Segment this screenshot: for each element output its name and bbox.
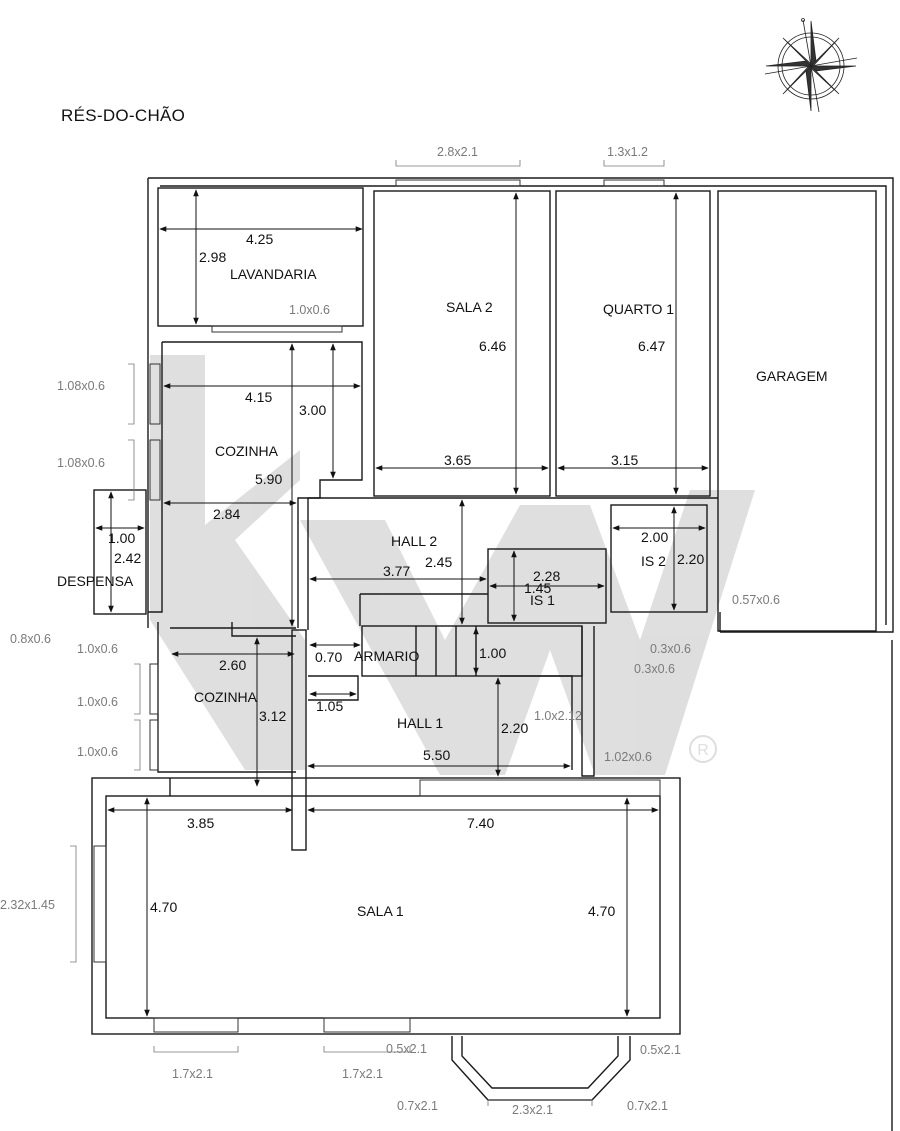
room-label-cozinha-upper: COZINHA — [215, 443, 279, 459]
opening-w-coz-a: 1.08x0.6 — [57, 379, 105, 393]
room-label-quarto1: QUARTO 1 — [603, 301, 674, 317]
opening-w-coz2-b: 1.0x0.6 — [77, 695, 118, 709]
dim-sala1-w1: 3.85 — [187, 815, 214, 831]
opening-w-hall1: 1.02x0.6 — [604, 750, 652, 764]
opening-w-lav: 1.0x0.6 — [289, 303, 330, 317]
room-label-despensa: DESPENSA — [57, 573, 134, 589]
dim-is2-w: 2.00 — [641, 529, 668, 545]
dim-is1-h: 1.45 — [524, 580, 551, 596]
registered-mark — [689, 735, 717, 763]
opening-w-coz-b: 1.08x0.6 — [57, 456, 105, 470]
room-label-armario: ARMARIO — [354, 648, 419, 664]
window-marks — [93, 179, 665, 1033]
dim-quarto1-w: 3.15 — [611, 452, 638, 468]
dim-coz-h2: 5.90 — [255, 471, 282, 487]
dim-hall1-w2: 5.50 — [423, 747, 450, 763]
dimension-lines — [95, 189, 709, 1017]
dim-sala1-h1: 4.70 — [150, 899, 177, 915]
dim-sala1-w2: 7.40 — [467, 815, 494, 831]
plan-title: RÉS-DO-CHÃO — [61, 106, 186, 125]
opening-w-bay-a: 0.5x2.1 — [386, 1042, 427, 1056]
dim-is1-w: 2.28 — [533, 568, 560, 584]
opening-w-bay-e: 0.7x2.1 — [627, 1099, 668, 1113]
dim-coz2-w: 2.60 — [219, 657, 246, 673]
dim-arm-w: 0.70 — [315, 649, 342, 665]
room-label-garagem: GARAGEM — [756, 368, 828, 384]
room-label-sala2: SALA 2 — [446, 299, 493, 315]
dim-sala2-h: 6.46 — [479, 338, 506, 354]
dim-hall2-h: 2.45 — [425, 554, 452, 570]
dim-hall1-w1: 1.05 — [316, 698, 343, 714]
dim-desp-w: 1.00 — [108, 530, 135, 546]
opening-w-sala1-b2: 1.7x2.1 — [342, 1067, 383, 1081]
dim-coz-w2: 2.84 — [213, 506, 240, 522]
dim-desp-h: 2.42 — [114, 550, 141, 566]
dim-hall1-h: 2.20 — [501, 720, 528, 736]
dim-coz-w: 4.15 — [245, 389, 272, 405]
opening-w-coz2-c: 1.0x0.6 — [77, 745, 118, 759]
opening-leaders — [70, 160, 665, 1106]
opening-w-quarto1: 1.3x1.2 — [607, 145, 648, 159]
kw-watermark: R — [150, 355, 755, 775]
opening-w-is1-a: 0.3x0.6 — [650, 642, 691, 656]
dim-sala1-h2: 4.70 — [588, 903, 615, 919]
dim-coz-h1: 3.00 — [299, 402, 326, 418]
room-label-hall2: HALL 2 — [391, 533, 437, 549]
room-label-lavandaria: LAVANDARIA — [230, 266, 317, 282]
opening-w-desp: 0.8x0.6 — [10, 632, 51, 646]
dim-arm-h: 1.00 — [479, 645, 506, 661]
room-label-is2: IS 2 — [641, 553, 666, 569]
opening-d-hall1: 1.0x2.12 — [534, 709, 582, 723]
opening-w-sala2: 2.8x2.1 — [437, 145, 478, 159]
dim-lav-h: 2.98 — [199, 249, 226, 265]
opening-w-bay-b: 0.5x2.1 — [640, 1043, 681, 1057]
room-label-hall1: HALL 1 — [397, 715, 443, 731]
opening-w-sala1-side: 2.32x1.45 — [0, 898, 55, 912]
opening-w-bay-c: 0.7x2.1 — [397, 1099, 438, 1113]
opening-w-is1-b: 0.3x0.6 — [634, 662, 675, 676]
registered-mark-letter: R — [697, 742, 709, 759]
opening-w-is2: 0.57x0.6 — [732, 593, 780, 607]
opening-w-bay-d: 2.3x2.1 — [512, 1103, 553, 1117]
dim-coz2-h: 3.12 — [259, 708, 286, 724]
dim-lav-w: 4.25 — [246, 231, 273, 247]
compass-rose-icon — [764, 18, 858, 113]
room-label-cozinha-lower: COZINHA — [194, 689, 258, 705]
dim-sala2-w: 3.65 — [444, 452, 471, 468]
opening-w-sala1-b1: 1.7x2.1 — [172, 1067, 213, 1081]
dim-quarto1-h: 6.47 — [638, 338, 665, 354]
room-label-is1: IS 1 — [530, 592, 555, 608]
opening-w-coz2-a: 1.0x0.6 — [77, 642, 118, 656]
dim-hall2-w: 3.77 — [383, 563, 410, 579]
room-label-sala1: SALA 1 — [357, 903, 404, 919]
dim-is2-h: 2.20 — [677, 551, 704, 567]
